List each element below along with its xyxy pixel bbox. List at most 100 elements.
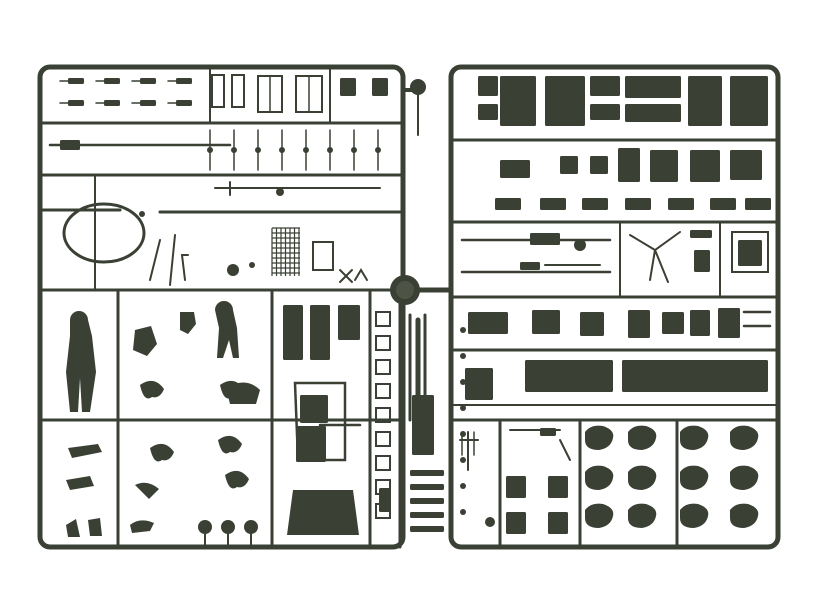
small-bracket-part [104,78,120,84]
sprue-frame-right [448,64,781,550]
sprue-runners [38,66,780,549]
equipment-part [580,312,604,336]
sprue-parts [48,74,771,537]
figure-arm-part [180,312,196,334]
round-part [227,264,239,276]
jerrycan-part [710,198,736,210]
equipment-part [690,310,710,336]
ladder-rung-part [375,407,391,423]
ammo-box-part [590,76,620,96]
plank-part [622,360,768,392]
rifle-stock-part [520,262,540,270]
sprue-frame-left [37,64,406,550]
small-knob-part [303,147,309,153]
small-block-part [379,488,391,512]
equipment-part [532,310,560,334]
attachment-point [410,79,426,95]
small-part [694,250,710,272]
ammo-box-part [625,104,681,122]
slat-part [410,470,444,476]
jerrycan-part [582,198,608,210]
box-part [548,476,568,498]
seat-cushion-part [628,425,657,450]
helmet-part [221,520,235,534]
sprue-gate-disc-inner [396,281,414,299]
figure-arm-part [66,476,94,490]
ladder-rung-part [375,311,391,327]
plate-part [338,305,360,340]
seat-cushion-part [730,465,759,490]
chair-frame-part [312,241,334,271]
radio-set-part [226,382,260,404]
box-part [506,476,526,498]
slat-part [410,484,444,490]
small-knob-part [375,147,381,153]
helmet-part [244,520,258,534]
figure-limb-part [140,380,164,399]
mg-drum-part [574,239,586,251]
box-part [738,240,762,266]
jerrycan-part [540,198,566,210]
seat-cushion-part [585,425,614,450]
box-part [340,78,356,96]
small-part [540,428,556,436]
lever-part [149,234,189,286]
ammo-box-part [730,76,768,126]
table-top-part [300,395,328,423]
seat-cushion-part [730,425,759,450]
equipment-part [718,308,740,338]
small-bolt-part [249,262,255,268]
seat-cushion-part [680,425,709,450]
plank-part [525,360,613,392]
soldier-figure-part [215,301,239,358]
wheel-ring-part [62,202,146,264]
figure-limb-part [150,443,174,462]
crate-lid-part [287,490,359,535]
seat-cushion-part [628,465,657,490]
small-knob-part [327,147,333,153]
seat-cushion-part [585,465,614,490]
jerrycan-part [495,198,521,210]
figure-torso-part [133,326,157,356]
slat-part [410,512,444,518]
equipment-part [628,310,650,338]
frame-part [231,74,245,108]
box-frame-part [731,231,769,273]
small-knob-part [279,147,285,153]
frame-part [211,74,225,108]
breech-part [60,140,80,150]
small-knob-part [255,147,261,153]
box-part [548,512,568,534]
small-bracket-part [176,78,192,84]
box-part [506,512,526,534]
crate-part [618,148,640,182]
ring-part [276,188,284,196]
sprue-frames [37,64,781,550]
seat-cushion-part [680,503,709,528]
small-part [690,230,712,238]
jerrycan-part [668,198,694,210]
crate-part [730,150,762,180]
mg-receiver-part [530,233,560,245]
ladder-rung-part [375,383,391,399]
seat-cushion-part [585,503,614,528]
ladder-rung-part [375,431,391,447]
figure-hand-part [135,482,159,499]
plate-part [283,305,303,360]
equipment-part [468,312,508,334]
jerrycan-part [745,198,771,210]
small-knob-part [207,147,213,153]
ammo-box-part [478,76,498,96]
small-bracket-part [140,78,156,84]
ammo-box-part [545,76,585,126]
bracket-part [354,268,368,281]
small-bolt-part [460,327,466,333]
small-bracket-part [68,100,84,106]
ammo-box-part [688,76,722,126]
small-knob-part [231,147,237,153]
engine-block-part [465,368,493,400]
round-part [485,517,495,527]
equipment-part [662,312,684,334]
crate-part [560,156,578,174]
